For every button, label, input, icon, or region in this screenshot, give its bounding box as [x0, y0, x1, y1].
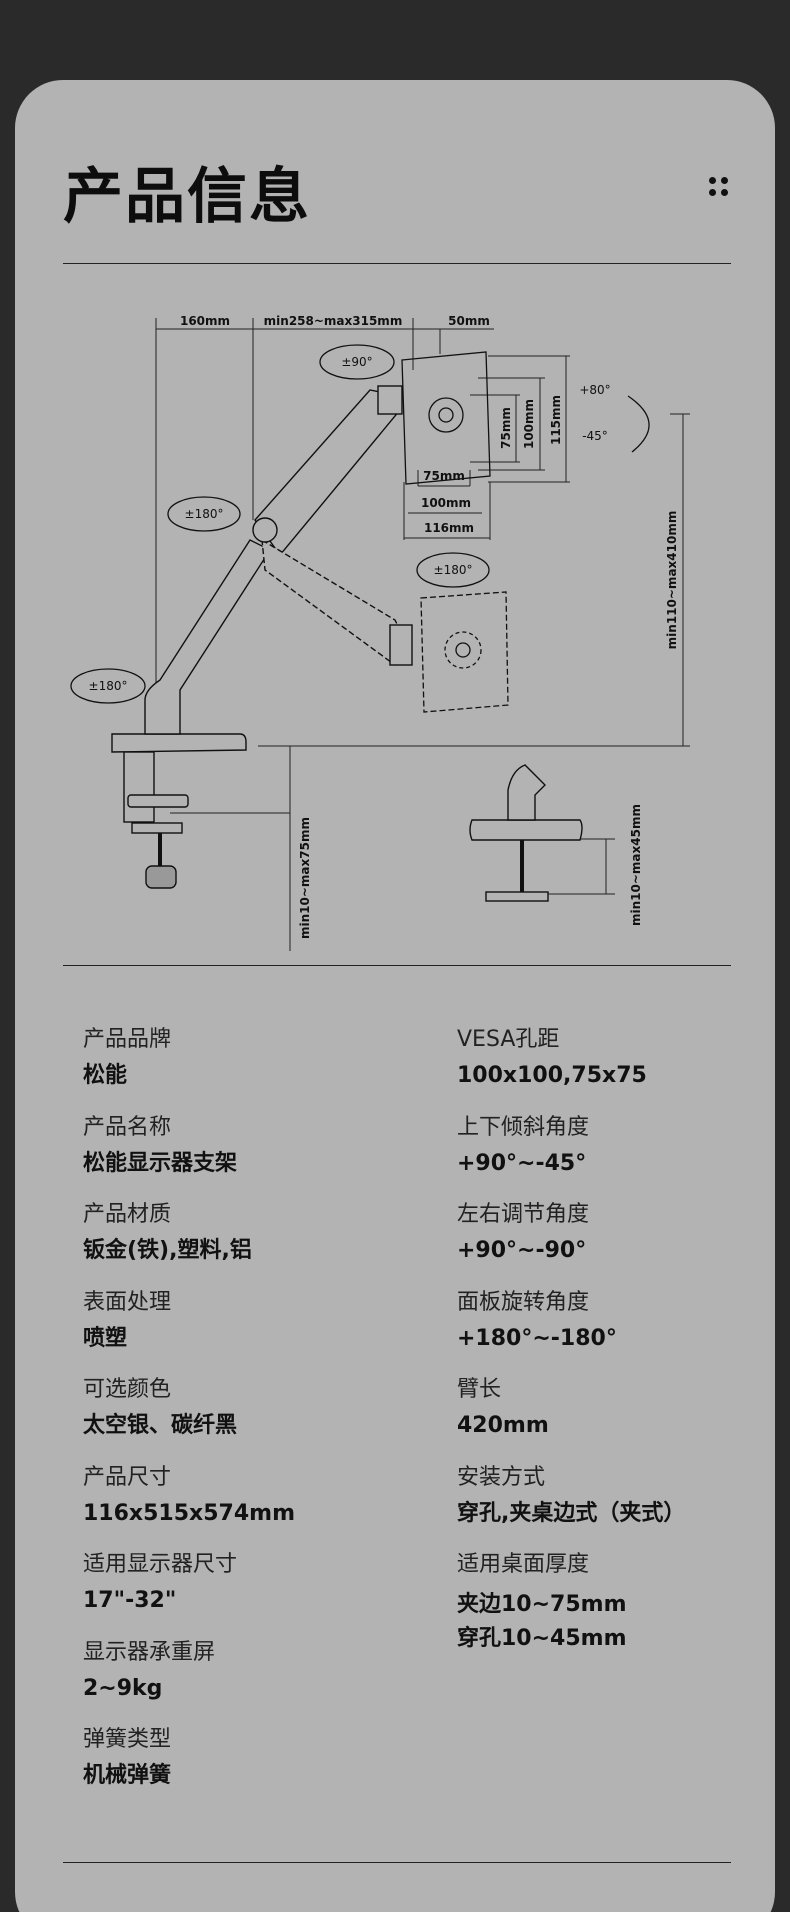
spec-label: 安装方式	[457, 1465, 546, 1490]
divider	[63, 965, 731, 966]
spec-value: +90°~-45°	[457, 1151, 587, 1176]
spec-label: 左右调节角度	[457, 1202, 590, 1227]
spec-label: 产品品牌	[83, 1027, 172, 1052]
dim-plate-offset: 50mm	[448, 314, 490, 328]
spec-value: 松能	[83, 1063, 128, 1088]
spec-value: +180°~-180°	[457, 1326, 617, 1351]
dim-vesa-h100: 100mm	[421, 496, 471, 510]
dim-grommet-range: min10~max45mm	[629, 804, 643, 926]
spec-label: 产品名称	[83, 1115, 172, 1140]
spec-value: 420mm	[457, 1413, 549, 1438]
spec-item: 产品品牌松能	[83, 1025, 171, 1093]
spec-item: 弹簧类型机械弹簧	[83, 1725, 171, 1793]
angle-swivel-top: ±90°	[341, 355, 372, 369]
angle-rotate-plate: ±180°	[434, 563, 473, 577]
spec-label: 适用显示器尺寸	[83, 1552, 238, 1577]
spec-value: 夹边10~75mm	[457, 1592, 627, 1617]
spec-item: 显示器承重屏 2~9kg	[83, 1638, 215, 1706]
spec-item: 产品尺寸 116x515x574mm	[83, 1463, 295, 1531]
divider	[63, 1862, 731, 1863]
spec-label: 适用桌面厚度	[457, 1552, 590, 1577]
spec-label: 面板旋转角度	[457, 1290, 590, 1315]
spec-item: 表面处理喷塑	[83, 1288, 171, 1356]
spec-item: 产品材质钣金(铁),塑料,铝	[83, 1200, 252, 1268]
spec-value: 喷塑	[83, 1326, 128, 1351]
angle-labels: ±90° +80° -45° ±180° ±180° ±180°	[89, 355, 611, 693]
dim-vesa-v100: 100mm	[522, 399, 536, 449]
page-title: 产品信息	[63, 162, 311, 232]
spec-item: 适用桌面厚度夹边10~75mm 穿孔10~45mm	[457, 1550, 627, 1656]
spec-label: VESA孔距	[457, 1027, 560, 1052]
spec-value: 钣金(铁),塑料,铝	[83, 1238, 252, 1263]
spec-value: 2~9kg	[83, 1676, 163, 1701]
dim-plate-height: 115mm	[549, 395, 563, 445]
dim-vesa-h75: 75mm	[423, 469, 465, 483]
spec-item: 臂长 420mm	[457, 1375, 549, 1443]
spec-label: 产品尺寸	[83, 1465, 172, 1490]
angle-tilt-down: -45°	[582, 429, 608, 443]
angle-base: ±180°	[89, 679, 128, 693]
dots-grid-icon[interactable]	[709, 177, 731, 199]
vesa-plates	[401, 351, 509, 713]
spec-item: 面板旋转角度 +180°~-180°	[457, 1288, 617, 1356]
spec-value: 松能显示器支架	[83, 1151, 238, 1176]
spec-value: 太空银、碳纤黑	[83, 1413, 238, 1438]
angle-joint-mid: ±180°	[185, 507, 224, 521]
dim-plate-width: 116mm	[424, 521, 474, 535]
spec-value: 机械弹簧	[83, 1763, 172, 1788]
spec-item: 可选颜色太空银、碳纤黑	[83, 1375, 237, 1443]
dim-vesa-v75: 75mm	[499, 407, 513, 449]
product-dimension-diagram: 160mm min258~max315mm 50mm 75mm 100mm 11…	[70, 314, 690, 951]
dim-arm-reach: min258~max315mm	[264, 314, 403, 328]
spec-label: 上下倾斜角度	[457, 1115, 590, 1140]
dim-height-range: min110~max410mm	[665, 511, 679, 650]
monitor-arm-drawing	[111, 385, 413, 889]
grommet-mount-drawing	[469, 764, 583, 902]
dim-base-offset: 160mm	[180, 314, 230, 328]
dimension-lines	[155, 318, 690, 951]
spec-value: +90°~-90°	[457, 1238, 587, 1263]
spec-value: 17"-32"	[83, 1588, 177, 1613]
spec-item: 左右调节角度 +90°~-90°	[457, 1200, 589, 1268]
spec-item: VESA孔距 100x100,75x75	[457, 1025, 647, 1093]
spec-label: 弹簧类型	[83, 1727, 172, 1752]
spec-label: 表面处理	[83, 1290, 172, 1315]
spec-label: 臂长	[457, 1377, 502, 1402]
spec-item: 适用显示器尺寸 17"-32"	[83, 1550, 237, 1618]
spec-value: 穿孔,夹桌边式（夹式）	[457, 1501, 686, 1526]
spec-label: 可选颜色	[83, 1377, 172, 1402]
spec-value: 116x515x574mm	[83, 1501, 295, 1526]
angle-tilt-up: +80°	[579, 383, 610, 397]
divider	[63, 263, 731, 264]
spec-item: 安装方式穿孔,夹桌边式（夹式）	[457, 1463, 685, 1531]
spec-label: 产品材质	[83, 1202, 172, 1227]
spec-label: 显示器承重屏	[83, 1640, 216, 1665]
spec-value: 100x100,75x75	[457, 1063, 647, 1088]
spec-item: 上下倾斜角度 +90°~-45°	[457, 1113, 589, 1181]
dim-clamp-range: min10~max75mm	[298, 817, 312, 939]
spec-item: 产品名称松能显示器支架	[83, 1113, 237, 1181]
dimension-labels: 160mm min258~max315mm 50mm 75mm 100mm 11…	[180, 314, 679, 939]
rotation-arrows	[70, 344, 650, 704]
spec-value-secondary: 穿孔10~45mm	[457, 1626, 627, 1651]
